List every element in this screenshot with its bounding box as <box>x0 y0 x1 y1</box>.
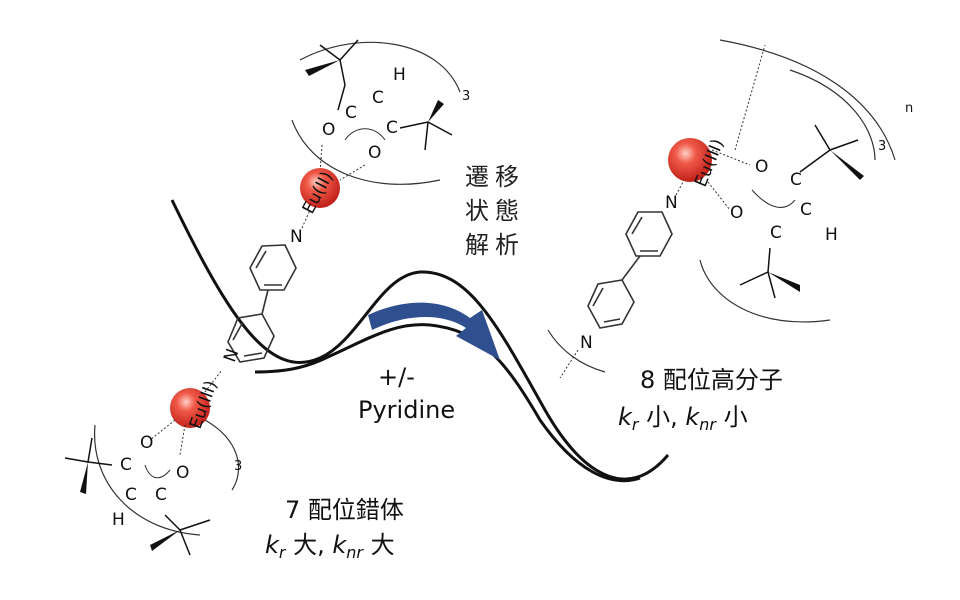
left-n-label: N <box>220 346 243 365</box>
left-knr: k <box>332 531 347 559</box>
left-kr-sub: r <box>278 543 286 562</box>
pyridine-plusminus: +/- <box>378 363 415 391</box>
left-kr: k <box>265 531 279 559</box>
right-complex: 3 n O C C H C O <box>699 39 913 323</box>
svg-text:H: H <box>825 225 838 245</box>
ts-char-6: 析 <box>495 231 519 259</box>
reaction-arrow <box>368 302 500 360</box>
right-knr: k <box>685 403 700 431</box>
right-knr-sub: nr <box>699 415 716 434</box>
right-title: 8 配位高分子 <box>640 366 783 394</box>
svg-text:C: C <box>155 485 167 505</box>
right-count-n: n <box>905 101 913 116</box>
svg-text:C: C <box>800 200 812 220</box>
transition-state-label-col2: 移 態 析 <box>492 160 522 262</box>
left-rates: kr 大, knr 大 <box>265 530 395 568</box>
transition-state-label-col1: 遷 状 解 <box>462 160 492 262</box>
right-kr-sub: r <box>631 415 639 434</box>
right-kr-val: 小, <box>638 403 686 431</box>
top-n-label: N <box>290 227 303 247</box>
svg-text:H: H <box>393 65 406 85</box>
left-count-3: 3 <box>234 459 242 474</box>
svg-text:C: C <box>372 88 384 108</box>
right-n-bottom-label: N <box>580 333 593 353</box>
right-knr-val: 小 <box>716 403 748 431</box>
energy-curve-lower <box>254 323 641 483</box>
svg-text:C: C <box>386 118 398 138</box>
left-complex: 3 O C C H C O <box>64 419 242 556</box>
ts-char-5: 解 <box>465 231 489 259</box>
svg-text:C: C <box>345 103 357 123</box>
left-knr-val: 大 <box>363 531 395 559</box>
right-count-3: 3 <box>878 139 886 154</box>
eu-right-ball <box>668 138 712 182</box>
svg-text:O: O <box>140 433 153 453</box>
right-kr: k <box>618 403 632 431</box>
right-bipyridine <box>587 211 673 329</box>
right-rates: kr 小, knr 小 <box>618 402 748 440</box>
svg-text:O: O <box>176 463 189 483</box>
ts-char-4: 態 <box>495 197 519 225</box>
svg-text:H: H <box>112 510 125 530</box>
left-knr-sub: nr <box>346 543 363 562</box>
svg-text:O: O <box>368 143 381 163</box>
left-title: 7 配位錯体 <box>285 496 404 524</box>
svg-text:C: C <box>120 455 132 475</box>
ts-char-1: 遷 <box>465 163 489 191</box>
svg-text:O: O <box>322 120 335 140</box>
right-n-top-label: N <box>665 193 678 213</box>
eu-left-ball <box>170 388 210 428</box>
eu-top-ball <box>300 168 340 208</box>
svg-text:O: O <box>755 157 768 177</box>
svg-text:O: O <box>730 203 743 223</box>
ts-char-3: 状 <box>465 197 489 225</box>
svg-text:C: C <box>770 223 782 243</box>
pyridine-label: Pyridine <box>358 396 456 424</box>
ts-char-2: 移 <box>495 163 519 191</box>
energy-curve-upper <box>170 199 670 481</box>
bipyridine <box>227 244 297 363</box>
svg-text:C: C <box>125 485 137 505</box>
top-count-3: 3 <box>462 89 470 104</box>
top-complex: 3 O C C H C O <box>291 39 470 185</box>
left-kr-val: 大, <box>285 531 333 559</box>
svg-text:C: C <box>790 170 802 190</box>
